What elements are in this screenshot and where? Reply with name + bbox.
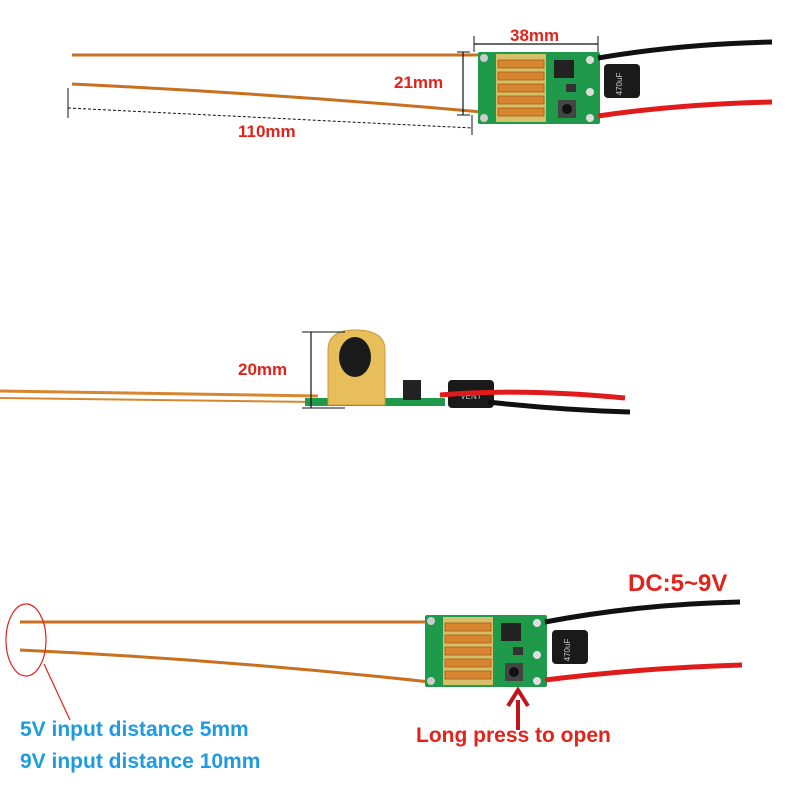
width-dimension-label: 38mm (510, 26, 560, 45)
capacitor-text: 470uF (563, 639, 572, 662)
distance-note-5v: 5V input distance 5mm (20, 718, 249, 741)
capacitor (552, 630, 588, 664)
pcb-board (424, 614, 548, 688)
button-note: Long press to open (416, 724, 611, 747)
distance-note-9v: 9V input distance 10mm (20, 750, 261, 773)
wire-gap-highlight (5, 603, 47, 677)
capacitor-text: 470uF (615, 73, 624, 96)
height-dimension-label: 21mm (394, 73, 444, 92)
black-wire (487, 399, 631, 415)
top-view-module: 470uF (67, 36, 773, 135)
black-wire (597, 39, 773, 61)
side-view-module: VENT (0, 329, 631, 415)
red-wire (597, 99, 773, 119)
length-dimension-label: 110mm (238, 122, 296, 141)
capacitor-text: VENT (460, 392, 481, 401)
red-wire (439, 389, 626, 401)
capacitor (604, 64, 640, 98)
red-wire (544, 662, 743, 683)
voltage-label: DC:5~9V (628, 570, 728, 597)
pcb-board (477, 51, 601, 125)
side-height-label: 20mm (238, 360, 288, 379)
black-wire (544, 599, 741, 625)
bottom-view-module: 470uF (5, 599, 743, 730)
